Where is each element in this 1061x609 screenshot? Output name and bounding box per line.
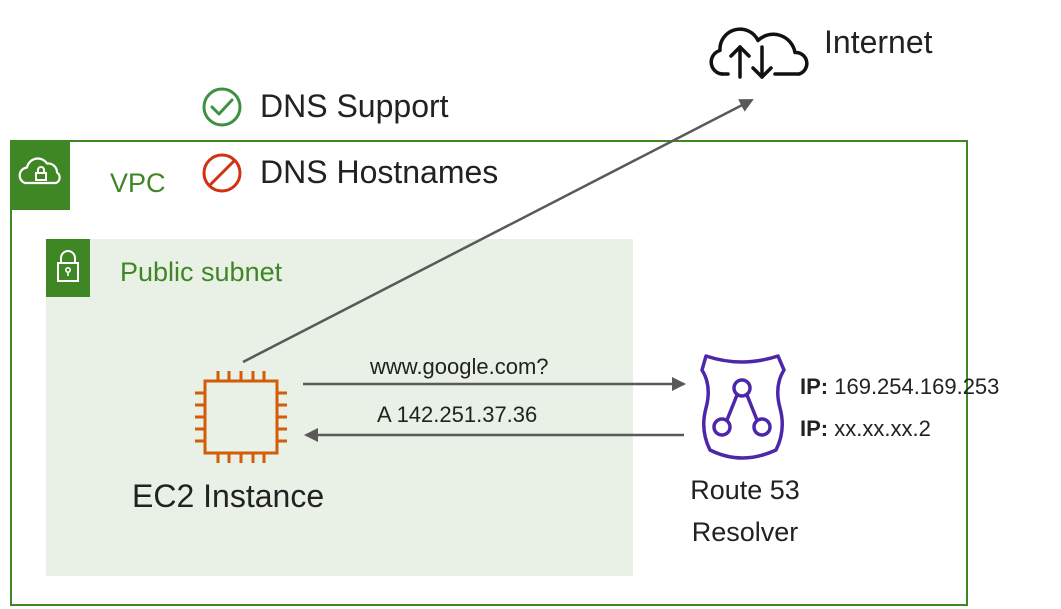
- route53-resolver-icon: [700, 354, 786, 460]
- resolver-ip-2: IP: xx.xx.xx.2: [800, 416, 931, 442]
- subnet-label: Public subnet: [120, 257, 283, 287]
- vpc-label: VPC: [110, 168, 166, 198]
- ip1-value: 169.254.169.253: [828, 374, 1000, 399]
- ip2-value: xx.xx.xx.2: [828, 416, 931, 441]
- response-label: A 142.251.37.36: [377, 402, 538, 427]
- internet-label: Internet: [824, 24, 933, 60]
- ec2-instance-label: EC2 Instance: [132, 478, 325, 514]
- resolver-label-line1: Route 53: [690, 475, 800, 505]
- ec2-chip-icon: [195, 371, 287, 463]
- dns-hostnames-label: DNS Hostnames: [260, 154, 499, 190]
- cloud-updown-icon: [709, 27, 809, 79]
- resolver-ip-1: IP: 169.254.169.253: [800, 374, 999, 400]
- prohibited-icon: [202, 153, 242, 193]
- ip2-key: IP:: [800, 416, 829, 441]
- subnet-badge: [46, 239, 90, 297]
- vpc-badge: [10, 140, 70, 210]
- public-subnet-container: [46, 239, 633, 576]
- dns-support-label: DNS Support: [260, 88, 449, 124]
- vpc-container: [10, 140, 968, 606]
- resolver-label-line2: Resolver: [691, 517, 799, 547]
- subnet-lock-icon: [57, 250, 79, 282]
- ec2-to-internet-arrow: [242, 98, 754, 364]
- check-circle-icon: [202, 87, 242, 127]
- vpc-cloud-lock-icon: [18, 157, 61, 185]
- ip1-key: IP:: [800, 374, 829, 399]
- query-label: www.google.com?: [370, 354, 549, 379]
